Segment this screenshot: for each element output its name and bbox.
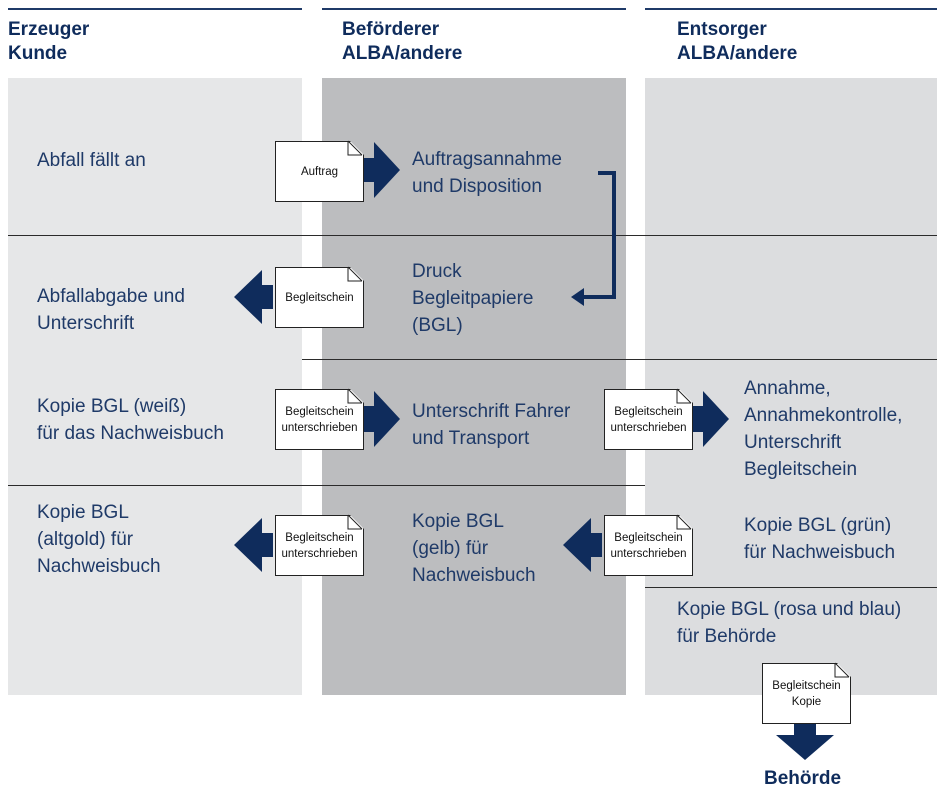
document-label: Begleitschein Kopie	[772, 679, 841, 708]
step-text: Nachweisbuch	[37, 556, 161, 577]
document-label: Auftrag	[300, 165, 339, 178]
step-text: Abfallabgabe und	[37, 286, 185, 307]
row-divider-2	[302, 359, 937, 360]
row-divider-1	[8, 235, 937, 236]
step-erzeuger-waste-arises: Abfall fällt an	[37, 147, 146, 174]
document-label: Begleitschein unterschrieben	[281, 405, 358, 434]
column-header-erzeuger-line1: Erzeuger	[8, 19, 90, 40]
column-header-entsorger-line1: Entsorger	[677, 19, 767, 40]
step-text: Begleitschein	[744, 459, 858, 480]
column-header-erzeuger: Erzeuger Kunde	[8, 18, 89, 66]
step-entsorger-acceptance: Annahme, Annahmekontrolle, Unterschrift …	[744, 375, 902, 483]
document-label: Begleitschein unterschrieben	[610, 531, 687, 560]
row-divider-3	[8, 485, 645, 486]
step-entsorger-copy-green: Kopie BGL (grün) für Nachweisbuch	[744, 512, 895, 566]
step-text: Kopie BGL (rosa und blau)	[677, 599, 902, 620]
document-begleitschein-copy: Begleitschein Kopie	[762, 663, 851, 724]
step-text: für Behörde	[677, 626, 777, 647]
column-header-entsorger: Entsorger ALBA/andere	[677, 18, 797, 66]
step-text: für Nachweisbuch	[744, 542, 896, 563]
column-rule-erzeuger	[8, 8, 302, 10]
step-befoerderer-copy-yellow: Kopie BGL (gelb) für Nachweisbuch	[412, 508, 536, 589]
final-recipient-behoerde: Behörde	[764, 768, 842, 789]
column-header-befoerderer-line1: Beförderer	[342, 19, 440, 40]
step-erzeuger-copy-altgold: Kopie BGL (altgold) für Nachweisbuch	[37, 499, 161, 580]
step-text: Unterschrift	[37, 313, 135, 334]
document-begleitschein: Begleitschein	[275, 267, 364, 328]
arrow-down-icon	[776, 724, 834, 760]
step-erzeuger-copy-white: Kopie BGL (weiß) für das Nachweisbuch	[37, 393, 224, 447]
step-befoerderer-transport: Unterschrift Fahrer und Transport	[412, 398, 570, 452]
lane-erzeuger	[8, 78, 302, 695]
step-text: Begleitpapiere	[412, 288, 534, 309]
step-text: Unterschrift	[744, 432, 842, 453]
column-rule-entsorger	[645, 8, 937, 10]
document-label: Begleitschein	[285, 291, 354, 304]
step-text: (gelb) für	[412, 538, 489, 559]
column-rule-befoerderer	[322, 8, 626, 10]
document-begleitschein-signed-2: Begleitschein unterschrieben	[604, 389, 693, 450]
row-divider-4	[645, 587, 937, 588]
step-text: und Transport	[412, 428, 530, 449]
document-begleitschein-signed-4: Begleitschein unterschrieben	[604, 515, 693, 576]
step-text: Kopie BGL	[412, 511, 504, 532]
step-text: Kopie BGL (weiß)	[37, 396, 187, 417]
step-text: (altgold) für	[37, 529, 134, 550]
document-begleitschein-signed-3: Begleitschein unterschrieben	[275, 515, 364, 576]
document-begleitschein-signed-1: Begleitschein unterschrieben	[275, 389, 364, 450]
step-befoerderer-order: Auftragsannahme und Disposition	[412, 146, 562, 200]
step-text: Unterschrift Fahrer	[412, 401, 571, 422]
step-entsorger-copy-authority: Kopie BGL (rosa und blau) für Behörde	[677, 596, 901, 650]
step-text: und Disposition	[412, 176, 542, 197]
step-text: Annahmekontrolle,	[744, 405, 903, 426]
column-header-erzeuger-line2: Kunde	[8, 43, 68, 64]
column-header-befoerderer: Beförderer ALBA/andere	[342, 18, 462, 66]
step-text: Abfall fällt an	[37, 150, 146, 171]
document-label: Begleitschein unterschrieben	[281, 531, 358, 560]
lane-entsorger	[645, 78, 937, 695]
step-text: Nachweisbuch	[412, 565, 536, 586]
document-auftrag: Auftrag	[275, 141, 364, 202]
step-text: Kopie BGL (grün)	[744, 515, 892, 536]
document-label: Begleitschein unterschrieben	[610, 405, 687, 434]
step-befoerderer-print: Druck Begleitpapiere (BGL)	[412, 258, 533, 339]
step-erzeuger-handover: Abfallabgabe und Unterschrift	[37, 283, 185, 337]
column-header-entsorger-line2: ALBA/andere	[677, 43, 798, 64]
step-text: Druck	[412, 261, 462, 282]
step-text: Auftragsannahme	[412, 149, 562, 170]
step-text: Kopie BGL	[37, 502, 129, 523]
step-text: Annahme,	[744, 378, 831, 399]
column-header-befoerderer-line2: ALBA/andere	[342, 43, 463, 64]
step-text: für das Nachweisbuch	[37, 423, 224, 444]
step-text: (BGL)	[412, 315, 463, 336]
